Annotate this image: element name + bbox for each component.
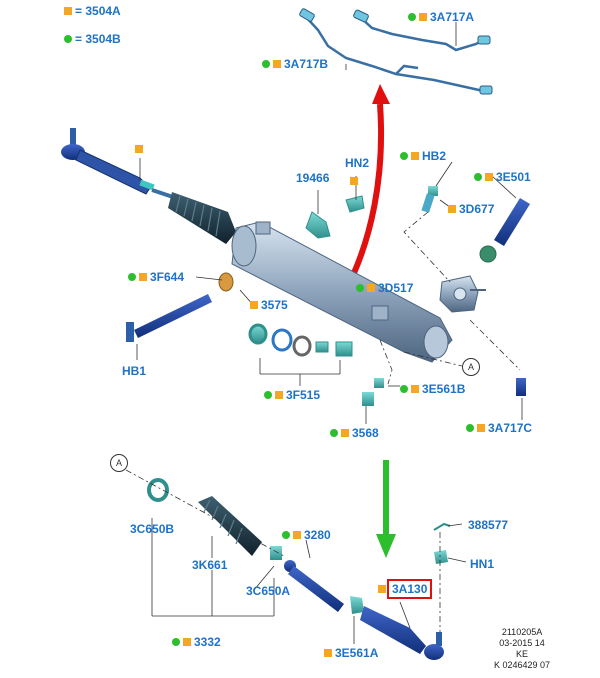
footer-line-1: 2110205A (501, 627, 543, 637)
square-marker-icon (250, 301, 258, 309)
label-3c650a: 3C650A (246, 584, 291, 598)
clamp-3c650a-icon (270, 546, 282, 560)
label-3f644: 3F644 (128, 270, 184, 284)
footer-line-2: 03-2015 14 (499, 638, 545, 648)
square-marker-icon (275, 391, 283, 399)
clamp-3c650b-icon (147, 478, 169, 502)
dot-marker-icon (408, 13, 416, 21)
square-marker-icon (477, 424, 485, 432)
square-marker-icon (350, 177, 358, 185)
nut-hn1-icon (434, 550, 448, 564)
label-3c650b: 3C650B (130, 522, 175, 536)
dot-marker-icon (64, 35, 72, 43)
dot-marker-icon (262, 60, 270, 68)
square-marker-icon (419, 13, 427, 21)
square-marker-icon (378, 585, 386, 593)
boot-3k661 (198, 496, 262, 556)
square-marker-icon (183, 638, 191, 646)
square-marker-icon (324, 649, 332, 657)
label-3575: 3575 (250, 298, 288, 312)
dot-marker-icon (356, 284, 364, 292)
square-marker-icon (273, 60, 281, 68)
label-388577: 388577 (468, 518, 509, 532)
label-3280: 3280 (282, 528, 331, 542)
label-3e561a: 3E561A (324, 646, 378, 660)
square-marker-icon (485, 173, 493, 181)
seal-kit-3f515 (248, 323, 353, 357)
valve-housing (439, 275, 486, 313)
cotter-pin-388577-icon (433, 522, 451, 531)
label-3k661: 3K661 (192, 558, 228, 572)
label-hb1: HB1 (122, 364, 147, 378)
marker-hn2 (350, 174, 361, 188)
label-3e501: 3E501 (474, 170, 531, 184)
callout-a-upper: A (462, 358, 480, 376)
square-marker-icon (139, 273, 147, 281)
footer-line-4: K 0246429 07 (494, 660, 551, 670)
green-arrow-icon (376, 460, 396, 558)
square-marker-icon (367, 284, 375, 292)
tie-rod-end-3a130 (360, 606, 444, 660)
square-marker-icon (135, 145, 143, 153)
red-arrow-icon (342, 84, 390, 294)
label-3332: 3332 (172, 635, 221, 649)
label-3a130: 3A130 (378, 579, 433, 599)
square-marker-icon (64, 7, 72, 15)
inner-tie-rod-3280 (284, 560, 344, 612)
rack-housing (231, 221, 453, 363)
label-hn2: HN2 (345, 156, 370, 170)
left-tie-rod-end (61, 128, 177, 200)
square-marker-icon (448, 205, 456, 213)
left-boot (168, 192, 236, 244)
hose-3a717-assembly (305, 16, 489, 94)
callout-a-lower: A (110, 454, 128, 472)
label-3d517: 3D517 (356, 281, 413, 295)
label-3e561b: 3E561B (400, 382, 465, 396)
square-marker-icon (411, 385, 419, 393)
footer-line-3: KE (516, 649, 529, 659)
jam-nut-3e561a-icon (350, 596, 364, 614)
nut-hn2-icon (345, 195, 365, 213)
dot-marker-icon (474, 173, 482, 181)
dot-marker-icon (172, 638, 180, 646)
line-3a717c-icon (516, 378, 526, 396)
dot-marker-icon (400, 385, 408, 393)
square-marker-icon (341, 429, 349, 437)
label-3a717c: 3A717C (466, 421, 532, 435)
left-inner-tie-rod (126, 294, 212, 342)
square-marker-icon (293, 531, 301, 539)
bolt-hb2-icon (421, 186, 438, 213)
label-19466: 19466 (296, 171, 330, 185)
label-hn1: HN1 (470, 557, 495, 571)
label-3a717b: 3A717B (262, 57, 328, 71)
dot-marker-icon (400, 152, 408, 160)
legend-square: = 3504A (64, 4, 121, 18)
part-3568-icon (362, 392, 374, 406)
dot-marker-icon (330, 429, 338, 437)
dot-marker-icon (128, 273, 136, 281)
sensor-3e501-icon (479, 198, 530, 263)
part-3f644-icon (218, 272, 234, 292)
drawing-info: 2110205A 03-2015 14 KE K 0246429 07 (494, 627, 550, 671)
marker-tie-rod-left (135, 142, 146, 156)
label-hb2: HB2 (400, 149, 446, 163)
label-3a717a: 3A717A (408, 10, 474, 24)
legend-dot: = 3504B (64, 32, 121, 46)
label-3f515: 3F515 (264, 388, 320, 402)
square-marker-icon (411, 152, 419, 160)
part-19466-icon (305, 211, 331, 239)
label-3568: 3568 (330, 426, 379, 440)
dot-marker-icon (264, 391, 272, 399)
label-3d677: 3D677 (448, 202, 494, 216)
part-3e561b-icon (374, 378, 384, 388)
dot-marker-icon (466, 424, 474, 432)
dot-marker-icon (282, 531, 290, 539)
